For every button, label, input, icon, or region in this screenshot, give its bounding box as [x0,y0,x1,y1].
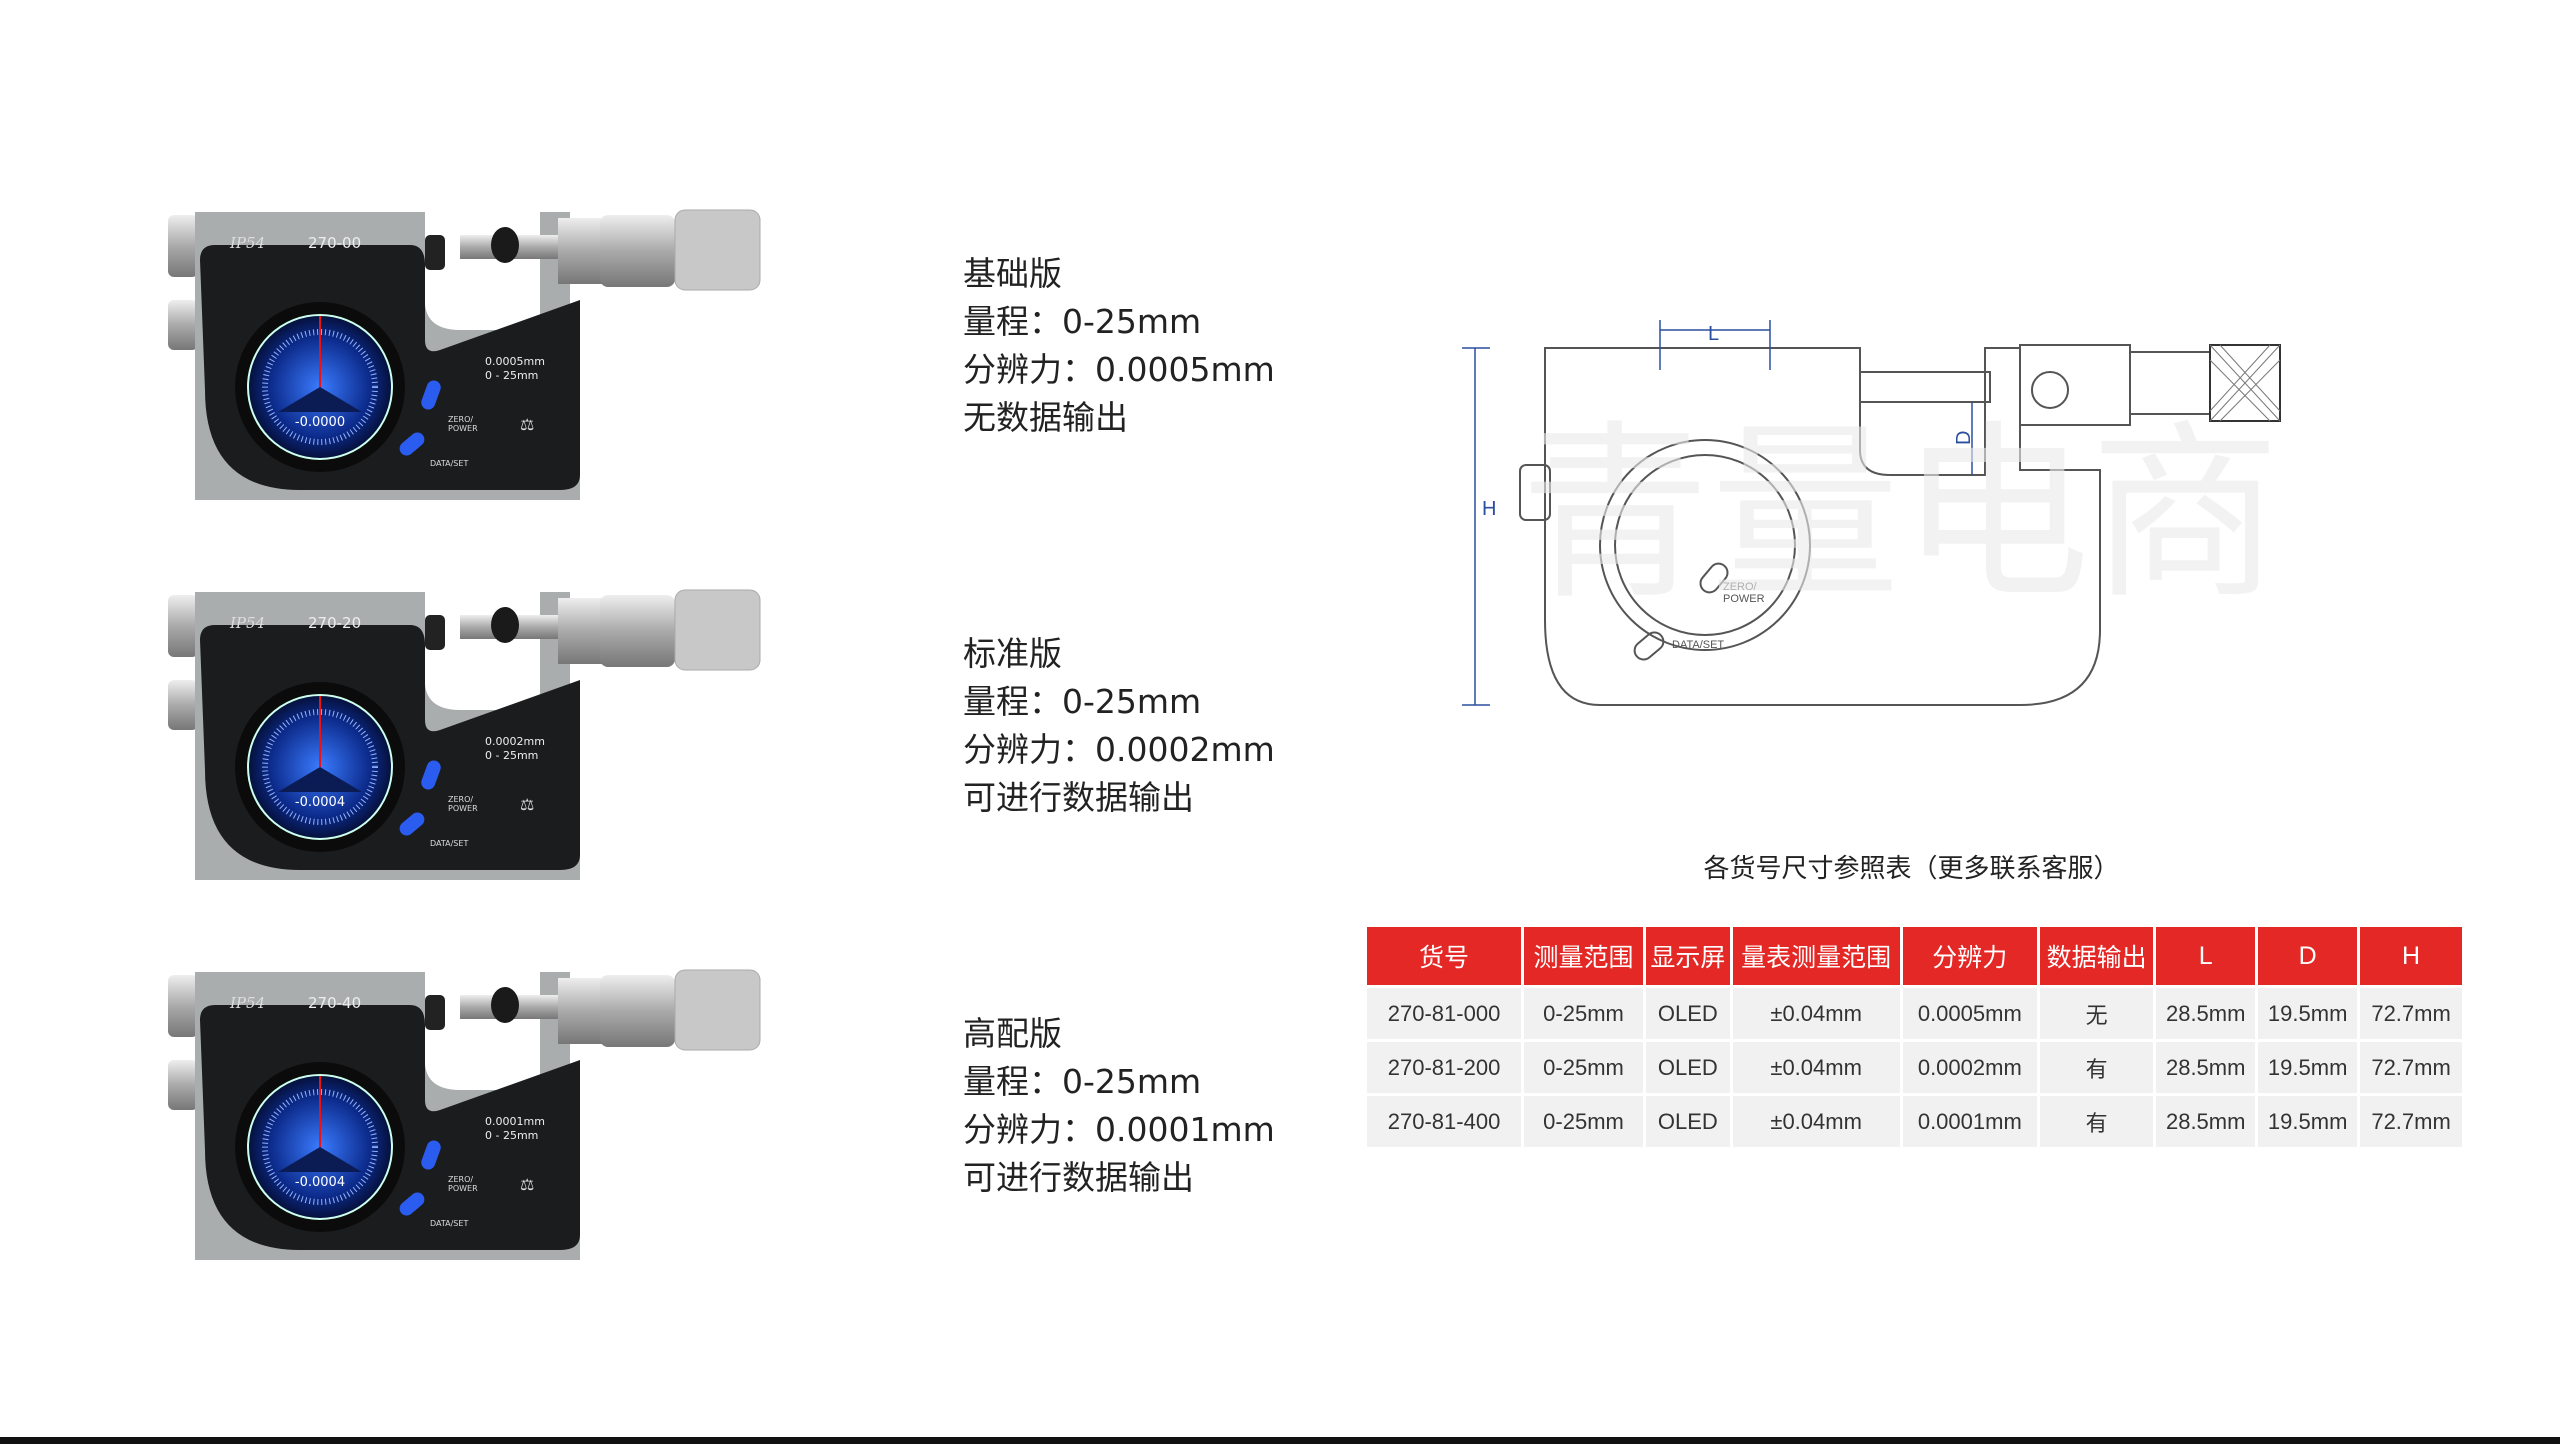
table-cell: OLED [1645,1042,1730,1093]
range: 量程：0-25mm [963,302,1202,341]
version-name: 基础版 [963,254,1062,293]
column-header: 测量范围 [1524,927,1643,985]
column-header: 显示屏 [1645,927,1730,985]
table-cell: 72.7mm [2360,988,2462,1039]
table-title: 各货号尺寸参照表（更多联系客服） [1703,854,2120,884]
srange-label: 0 - 25mm [485,369,538,382]
version-name: 标准版 [963,634,1062,673]
table-cell: 有 [2039,1042,2154,1093]
model-label: 270-20 [308,614,361,632]
zero-label: ZERO/ [448,1175,473,1184]
table-cell: 0-25mm [1524,988,1643,1039]
ip-label: IP54 [229,234,265,252]
table-cell: 0-25mm [1524,1042,1643,1093]
sres-label: 0.0002mm [485,735,545,748]
product-info-basic: 基础版 量程：0-25mm 分辨力：0.0005mm 无数据输出 [963,250,1275,442]
output: 可进行数据输出 [963,1158,1194,1197]
dset-label: DATA/SET [430,459,468,468]
dim-D: D [1953,431,1975,445]
table-cell: ±0.04mm [1732,1042,1900,1093]
diagram-power: POWER [1723,593,1765,605]
zero-label: ZERO/ [448,415,473,424]
power-label: POWER [448,424,478,433]
power-label: POWER [448,1184,478,1193]
table-cell: 72.7mm [2360,1096,2462,1147]
product-image-standard: IP54 270-20 -0.0004 0.0002mm 0 - 25mm ZE… [160,570,880,880]
resolution: 分辨力：0.0002mm [963,730,1275,769]
watermark: 青量电商 [1520,409,2280,621]
svg-text:⚖: ⚖ [520,1175,534,1194]
table-cell: ±0.04mm [1732,1096,1900,1147]
table-cell: 28.5mm [2156,1042,2256,1093]
model-label: 270-00 [308,234,361,252]
reading-label: -0.0004 [295,1175,345,1190]
sres-label: 0.0005mm [485,355,545,368]
table-cell: 0.0002mm [1902,1042,2037,1093]
column-header: 分辨力 [1902,927,2037,985]
ip-label: IP54 [229,614,265,632]
reading-label: -0.0004 [295,795,345,810]
micrometer-image: IP54 270-00 -0.0000 0.0005mm 0 - 25mm ZE… [168,209,761,500]
column-header: L [2156,927,2256,985]
dset-label: DATA/SET [430,1219,468,1228]
range: 量程：0-25mm [963,1062,1202,1101]
output: 无数据输出 [963,398,1128,437]
micrometer-image: IP54 270-20 -0.0004 0.0002mm 0 - 25mm ZE… [168,589,761,880]
version-name: 高配版 [963,1014,1062,1053]
table-cell: 72.7mm [2360,1042,2462,1093]
srange-label: 0 - 25mm [485,1129,538,1142]
ip-label: IP54 [229,994,265,1012]
bottom-divider [0,1437,2560,1444]
product-image-advanced: IP54 270-40 -0.0004 0.0001mm 0 - 25mm ZE… [160,950,880,1260]
dim-H: H [1482,498,1496,520]
table-cell: 28.5mm [2156,988,2256,1039]
product-info-advanced: 高配版 量程：0-25mm 分辨力：0.0001mm 可进行数据输出 [963,1010,1275,1202]
table-cell: OLED [1645,1096,1730,1147]
table-cell: 0.0001mm [1902,1096,2037,1147]
micrometer-image: IP54 270-40 -0.0004 0.0001mm 0 - 25mm ZE… [168,969,761,1260]
table-cell: OLED [1645,988,1730,1039]
srange-label: 0 - 25mm [485,749,538,762]
column-header: 量表测量范围 [1732,927,1900,985]
reading-label: -0.0000 [295,415,345,430]
svg-text:⚖: ⚖ [520,415,534,434]
product-info-standard: 标准版 量程：0-25mm 分辨力：0.0002mm 可进行数据输出 [963,630,1275,822]
range: 量程：0-25mm [963,682,1202,721]
table-cell: 19.5mm [2258,988,2358,1039]
dim-L: L [1708,323,1719,345]
table-cell: 270-81-400 [1367,1096,1522,1147]
model-label: 270-40 [308,994,361,1012]
diagram-data-set: DATA/SET [1672,639,1724,651]
table-cell: 无 [2039,988,2154,1039]
table-cell: 19.5mm [2258,1096,2358,1147]
column-header: 数据输出 [2039,927,2154,985]
svg-text:⚖: ⚖ [520,795,534,814]
table-cell: 270-81-200 [1367,1042,1522,1093]
table-cell: 28.5mm [2156,1096,2256,1147]
resolution: 分辨力：0.0005mm [963,350,1275,389]
resolution: 分辨力：0.0001mm [963,1110,1275,1149]
table-cell: 0.0005mm [1902,988,2037,1039]
column-header: 货号 [1367,927,1522,985]
diagram-zero: ZERO/ [1723,581,1758,593]
table-cell: 0-25mm [1524,1096,1643,1147]
table-cell: 有 [2039,1096,2154,1147]
dset-label: DATA/SET [430,839,468,848]
table-cell: 19.5mm [2258,1042,2358,1093]
sres-label: 0.0001mm [485,1115,545,1128]
product-image-basic: IP54 270-00 -0.0000 0.0005mm 0 - 25mm ZE… [160,190,880,500]
dimension-diagram: H L D ZERO/ POWER DATA/SET 青量电商 [1462,320,2281,706]
zero-label: ZERO/ [448,795,473,804]
table-cell: ±0.04mm [1732,988,1900,1039]
column-header: D [2258,927,2358,985]
power-label: POWER [448,804,478,813]
table-cell: 270-81-000 [1367,988,1522,1039]
output: 可进行数据输出 [963,778,1194,817]
column-header: H [2360,927,2462,985]
